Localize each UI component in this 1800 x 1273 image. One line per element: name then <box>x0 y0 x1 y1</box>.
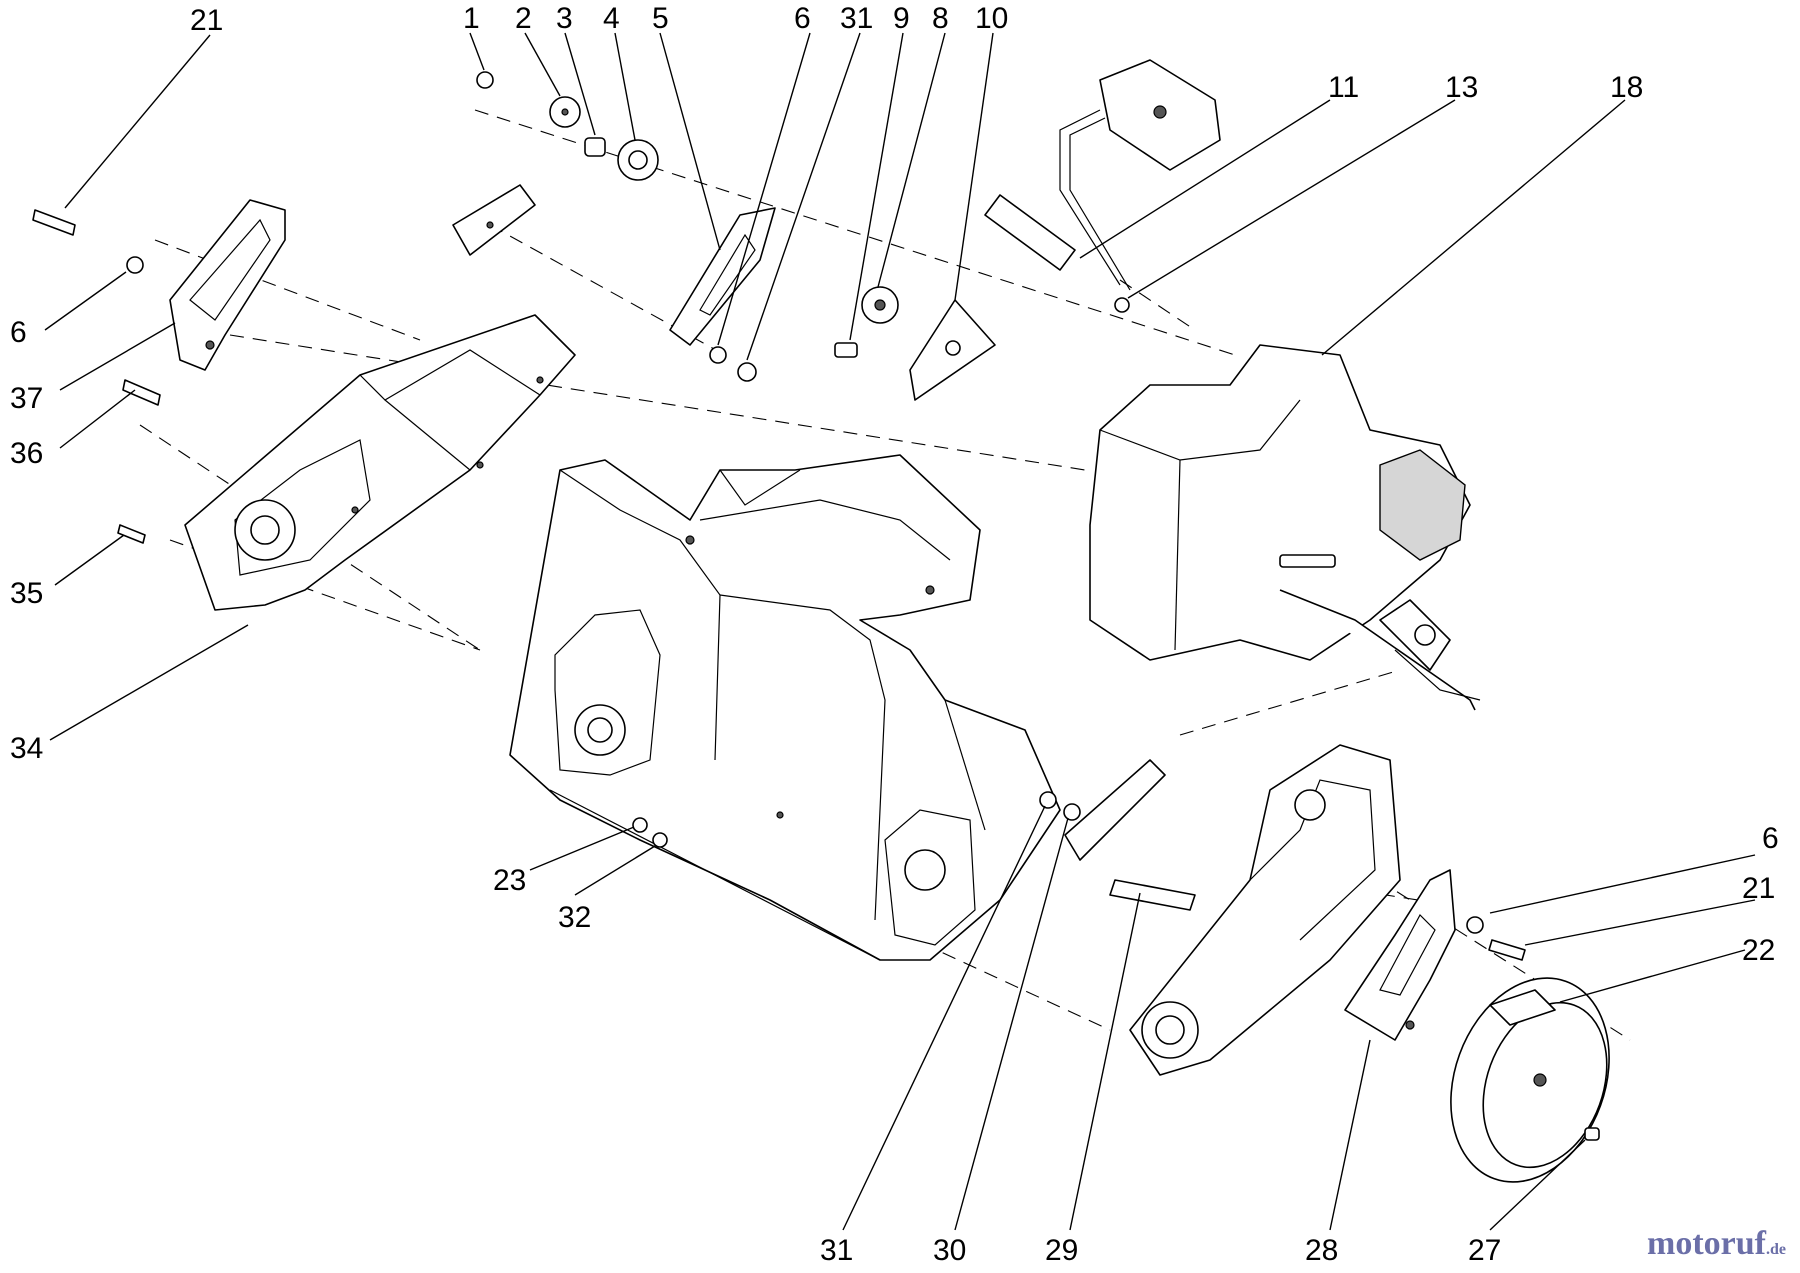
left-side-plate <box>184 314 576 611</box>
callout-28: 28 <box>1305 1234 1338 1267</box>
bracket-5-group <box>669 207 776 382</box>
callout-6-right: 6 <box>1762 822 1779 855</box>
leader-lines <box>44 32 1756 1231</box>
callout-27: 27 <box>1468 1234 1501 1267</box>
callout-9: 9 <box>893 2 910 35</box>
callout-4: 4 <box>603 2 620 35</box>
right-side-plate <box>1129 744 1401 1076</box>
skid-plates <box>1064 759 1196 911</box>
callout-5: 5 <box>652 2 669 35</box>
chute-control <box>984 59 1221 313</box>
callout-36: 36 <box>10 437 43 470</box>
callout-21-right: 21 <box>1742 872 1775 905</box>
auger-housing <box>509 454 1061 961</box>
gear-plate-group <box>834 286 996 401</box>
wheel <box>1450 977 1610 1183</box>
callout-8: 8 <box>932 2 949 35</box>
callout-37: 37 <box>10 382 43 415</box>
watermark-main: motoruf <box>1647 1225 1766 1262</box>
callout-18: 18 <box>1610 71 1643 104</box>
small-hardware <box>32 209 1526 961</box>
callout-29: 29 <box>1045 1234 1078 1267</box>
callout-6-top: 6 <box>794 2 811 35</box>
callout-13: 13 <box>1445 71 1478 104</box>
callout-1: 1 <box>463 2 480 35</box>
callout-35: 35 <box>10 577 43 610</box>
callout-30: 30 <box>933 1234 966 1267</box>
engine <box>1089 344 1481 711</box>
callout-10: 10 <box>975 2 1008 35</box>
callout-3: 3 <box>556 2 573 35</box>
callout-32: 32 <box>558 901 591 934</box>
callout-2: 2 <box>515 2 532 35</box>
callout-labels: 21 1 2 3 4 5 6 31 9 8 10 11 13 18 6 37 3… <box>10 2 1779 1267</box>
callout-22: 22 <box>1742 934 1775 967</box>
callout-6-left: 6 <box>10 316 27 349</box>
callout-11: 11 <box>1328 71 1359 104</box>
top-hardware <box>452 71 659 256</box>
callout-34: 34 <box>10 732 43 765</box>
callout-21-top: 21 <box>190 4 223 37</box>
watermark-tld: .de <box>1766 1241 1786 1258</box>
callout-23: 23 <box>493 864 526 897</box>
bracket-28 <box>1344 869 1456 1041</box>
motoruf-watermark: motoruf.de <box>1647 1225 1786 1263</box>
callout-31-top: 31 <box>840 2 873 35</box>
bracket-37 <box>169 199 286 371</box>
callout-31-bottom: 31 <box>820 1234 853 1267</box>
